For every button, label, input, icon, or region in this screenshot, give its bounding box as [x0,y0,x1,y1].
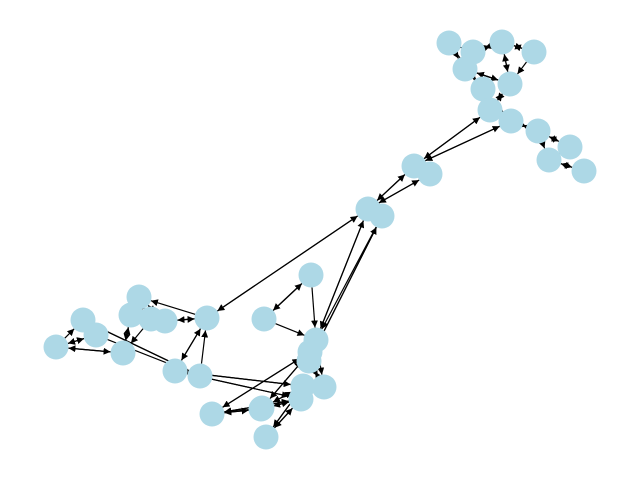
graph-node [557,134,583,160]
graph-edge [314,226,377,351]
graph-edge [314,371,322,380]
graph-edge [217,215,358,312]
graph-edge [476,71,499,81]
graph-node [249,395,275,421]
graph-edge [68,347,111,355]
graph-node [311,374,337,400]
graph-edge [224,408,250,416]
graph-node [452,56,478,82]
graph-edge [502,54,510,72]
graph-node [436,30,462,56]
graph-edge [200,330,209,364]
graph-node [536,147,562,173]
graph-node [417,161,443,187]
graph-node [110,340,136,366]
graph-node [497,71,523,97]
graph-edge [451,50,459,59]
graph-edge [150,299,196,315]
graph-node [498,108,524,134]
graph-node [525,118,551,144]
graph-edge [425,125,500,162]
graph-edge [320,220,365,329]
graph-edge [180,328,202,361]
graph-node [199,401,225,427]
graph-node [138,306,164,332]
graph-node [477,97,503,123]
graph-edge [522,124,531,132]
graph-node [571,158,597,184]
graph-node [251,306,277,332]
graph-edge [321,226,377,330]
graph-node [298,262,324,288]
graph-edge [275,323,305,336]
graph-edge [513,44,523,52]
graph-node [470,76,496,102]
graph-edge [538,140,546,149]
graph-node [194,305,220,331]
graph-node [489,29,515,55]
graph-edge [67,338,85,345]
graph-edge [378,179,420,204]
graph-edge [423,116,481,160]
graph-edge [177,315,195,323]
graph-edge [274,407,293,429]
graph-edge [269,361,303,399]
graph-edge [130,328,144,344]
graph-edge [310,287,318,328]
graph-node [162,358,188,384]
graph-node [290,373,316,399]
graph-node [43,334,69,360]
graph-edge [272,283,303,311]
graph-node [297,339,323,365]
graph-edge [64,328,75,339]
graph-edge [548,136,560,143]
graph-node [118,302,144,328]
graph-edge [560,162,573,170]
node-layer [43,29,597,450]
graph-node [521,39,547,65]
graph-edge [484,42,493,50]
graph-edge [517,61,527,75]
graph-edge [123,327,131,341]
graph-node [369,203,395,229]
graph-edge [376,174,406,201]
graph-node [187,363,213,389]
graph-node [83,322,109,348]
graph-edge [272,391,293,403]
graph-node [253,424,279,450]
graph-edge [222,358,300,408]
